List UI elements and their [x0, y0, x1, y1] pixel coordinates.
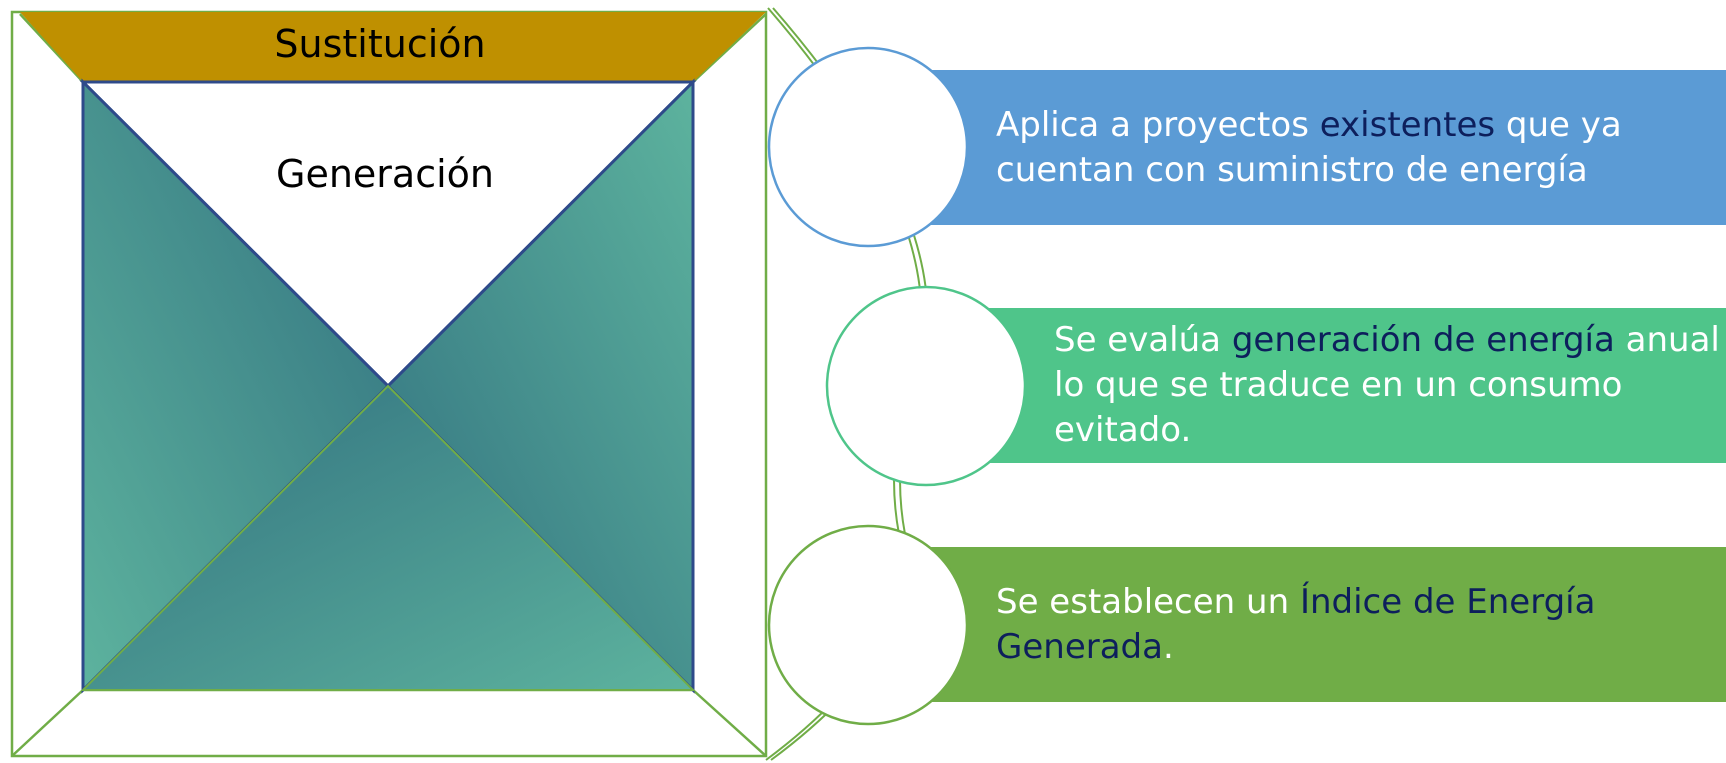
step-2-line2: lo que se traduce en un consumo [1054, 365, 1623, 405]
step-circle-3 [767, 524, 969, 726]
pyramid-inner [79, 78, 697, 694]
pyramid-top-label: Sustitución [274, 22, 486, 66]
step-bar-2 [985, 308, 1726, 463]
step-1-text-after: que ya [1495, 104, 1622, 145]
step-1-highlight: existentes [1319, 104, 1496, 145]
step-circle-2 [825, 285, 1027, 487]
step-1-text-before: Aplica a proyectos [996, 104, 1320, 145]
step-3-line2-after: . [1162, 626, 1174, 667]
step-3-text-before: Se establecen un [996, 581, 1300, 622]
step-bar-3 [927, 547, 1726, 702]
step-2-highlight: generación de energía [1231, 320, 1615, 360]
step-3-text: Se establecen un Índice de Energía Gener… [927, 547, 1726, 702]
step-1-text: Aplica a proyectos existentes que ya cue… [927, 70, 1726, 225]
step-2-text: Se evalúa generación de energía anual lo… [985, 308, 1726, 463]
step-3-highlight: Índice de Energía [1299, 581, 1596, 622]
pyramid-bottom-face [80, 384, 696, 691]
pyramid-inner-label: Generación [276, 152, 494, 196]
step-2-text-before: Se evalúa [1054, 320, 1232, 360]
step-bar-1 [927, 70, 1726, 225]
step-3-line2-highlight: Generada [996, 626, 1163, 667]
top-band [20, 12, 766, 82]
step-circle-1 [767, 46, 969, 248]
step-1-line2: cuentan con suministro de energía [996, 149, 1588, 190]
step-2-text-after: anual [1614, 320, 1720, 360]
step-2-line3: evitado. [1054, 410, 1192, 450]
